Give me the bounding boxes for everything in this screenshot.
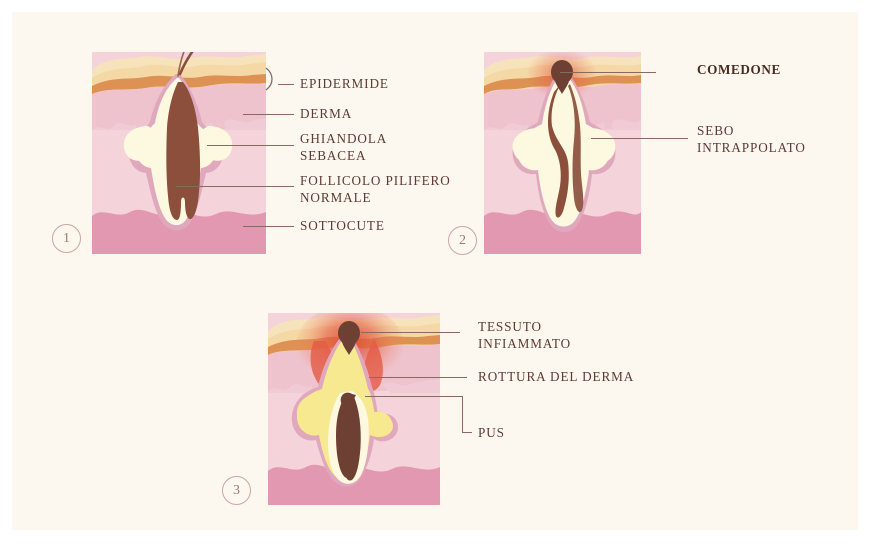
label-sebo-line2: INTRAPPOLATO bbox=[697, 140, 806, 155]
label-epidermide: EPIDERMIDE bbox=[300, 76, 389, 91]
leader-derma bbox=[243, 114, 294, 116]
label-ghiandola-line1: GHIANDOLA bbox=[300, 131, 388, 146]
label-sottocute: SOTTOCUTE bbox=[300, 218, 385, 233]
leader-pus-horizontal bbox=[365, 396, 463, 398]
leader-comedone bbox=[560, 72, 656, 74]
stage-badge-3: 3 bbox=[222, 476, 251, 505]
label-follicolo-line2: NORMALE bbox=[300, 190, 372, 205]
stage-badge-2: 2 bbox=[448, 226, 477, 255]
leader-pus-tip bbox=[462, 432, 472, 434]
stage-badge-1: 1 bbox=[52, 224, 81, 253]
stage-1-illustration bbox=[88, 30, 270, 260]
leader-sebo bbox=[591, 138, 688, 140]
leader-ghiandola bbox=[207, 145, 294, 147]
stage-2-illustration bbox=[480, 30, 645, 260]
label-ghiandola-line2: SEBACEA bbox=[300, 148, 367, 163]
label-pus: PUS bbox=[478, 425, 505, 440]
label-rottura: ROTTURA DEL DERMA bbox=[478, 369, 635, 384]
label-tessuto-line1: TESSUTO bbox=[478, 319, 542, 334]
stage-3-illustration bbox=[264, 297, 444, 509]
label-comedone: COMEDONE bbox=[697, 62, 781, 77]
leader-rottura bbox=[369, 377, 467, 379]
leader-sottocute bbox=[243, 226, 294, 228]
label-follicolo-line1: FOLLICOLO PILIFERO bbox=[300, 173, 451, 188]
label-derma: DERMA bbox=[300, 106, 353, 121]
leader-pus-vertical bbox=[462, 396, 464, 433]
leader-follicolo bbox=[176, 186, 294, 188]
epidermis-bracket bbox=[265, 67, 273, 91]
leader-epidermide bbox=[278, 84, 294, 86]
label-tessuto-line2: INFIAMMATO bbox=[478, 336, 572, 351]
leader-tessuto bbox=[361, 332, 460, 334]
label-sebo-line1: SEBO bbox=[697, 123, 735, 138]
